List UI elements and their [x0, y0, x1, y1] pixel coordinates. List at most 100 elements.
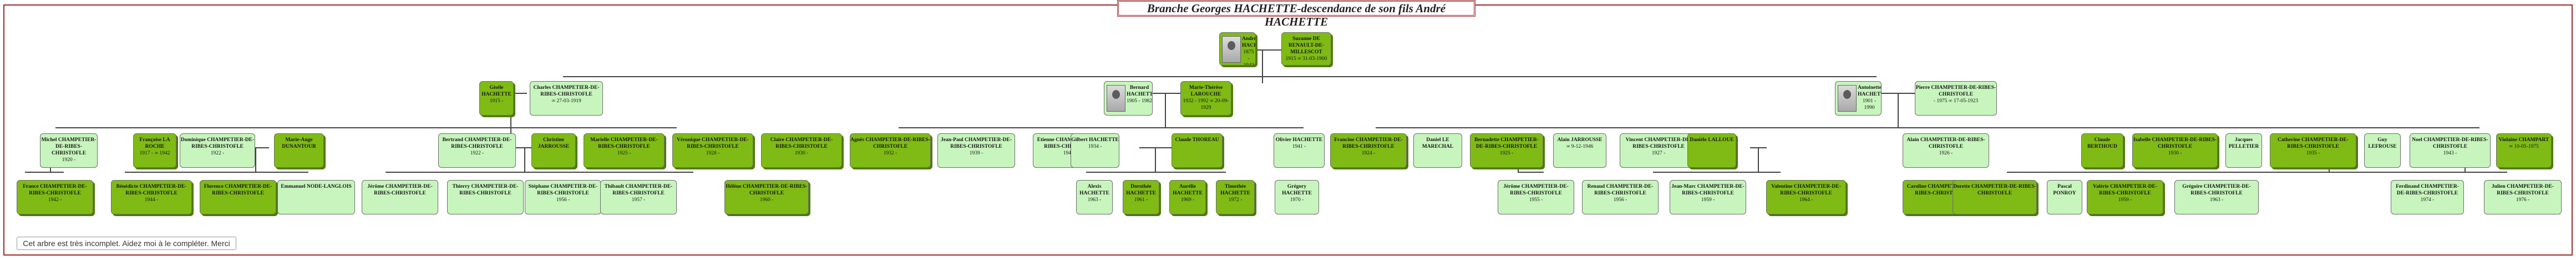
person-box[interactable]: Emmanuel NODE-LANGLOIS — [277, 180, 355, 214]
person-name: Hélène CHAMPETIER-DE-RIBES-CHRISTOFLE — [726, 184, 808, 196]
person-box[interactable]: Jean-Marc CHAMPETIER-DE-RIBES-CHRISTOFLE… — [1670, 180, 1746, 214]
person-box[interactable]: Dorette CHAMPETIER-DE-RIBES-CHRISTOFLE — [1953, 180, 2037, 214]
person-dates: 1959 - — [2118, 197, 2132, 203]
person-dates: 1972 - — [1228, 197, 1243, 203]
person-dates: 1974 - — [2420, 197, 2435, 203]
person-box[interactable]: Pierre CHAMPETIER-DE-RIBES-CHRISTOFLE- 1… — [1915, 81, 1997, 116]
person-name: Bénédicte CHAMPETIER-DE-RIBES-CHRISTOFLE — [116, 184, 187, 196]
person-dates: 1924 - — [1361, 151, 1376, 156]
person-box[interactable]: Jérôme CHAMPETIER-DE-RIBES-CHRISTOFLE — [362, 180, 438, 214]
person-name: Florence CHAMPETIER-DE-RIBES-CHRISTOFLE — [204, 184, 272, 196]
person-box[interactable]: Antoinette HACHETTE1901 - 1990 — [1835, 81, 1882, 116]
person-box[interactable]: Pascal PONROY — [2047, 180, 2082, 214]
person-name: Claude BERTHOUD — [2087, 137, 2118, 149]
person-dates: 1917 - ∞ 1942 — [139, 151, 170, 156]
person-box[interactable]: Claude BERTHOUD — [2081, 133, 2123, 168]
person-name: Véronique CHAMPETIER-DE-RIBES-CHRISTOFLE — [677, 137, 749, 149]
person-box[interactable]: Charles CHAMPETIER-DE-RIBES-CHRISTOFLE∞ … — [530, 81, 603, 116]
person-photo[interactable] — [1107, 85, 1125, 112]
person-dates: 1941 - — [1063, 151, 1077, 156]
person-box[interactable]: Daniel LE MARECHAL — [1413, 133, 1462, 168]
person-dates: 1932 - — [883, 151, 897, 156]
person-name: Antoinette HACHETTE — [1858, 85, 1882, 97]
person-box[interactable]: Jean-Paul CHAMPETIER-DE-RIBES-CHRISTOFLE… — [937, 133, 1015, 168]
person-box[interactable]: Véronique CHAMPETIER-DE-RIBES-CHRISTOFLE… — [672, 133, 753, 168]
person-photo[interactable] — [1838, 85, 1857, 112]
person-dates: 1969 - — [1180, 197, 1195, 203]
person-name: Dorette CHAMPETIER-DE-RIBES-CHRISTOFLE — [1953, 184, 2036, 196]
person-name: Jérôme CHAMPETIER-DE-RIBES-CHRISTOFLE — [1503, 184, 1569, 196]
person-box[interactable]: Jacques PELLETIER — [2225, 133, 2262, 168]
person-box[interactable]: Bernadette CHAMPETIER-DE-RIBES-CHRISTOFL… — [1470, 133, 1543, 168]
person-box[interactable]: Thierry CHAMPETIER-DE-RIBES-CHRISTOFLE — [447, 180, 524, 214]
person-box[interactable]: Ferdinand CHAMPETIER-DE-RIBES-CHRISTOFLE… — [2391, 180, 2464, 214]
person-dates: 1970 - — [1290, 197, 1304, 203]
person-dates: 1905 - 1982 — [1127, 98, 1152, 104]
person-name: Marie-Thérèse LAROUCHE — [1189, 85, 1223, 97]
person-box[interactable]: Catherine CHAMPETIER-DE-RIBES-CHRISTOFLE… — [2270, 133, 2356, 168]
person-dates: 1963 - — [1087, 197, 1102, 203]
person-box[interactable]: Dominique CHAMPETIER-DE-RIBES-CHRISTOFLE… — [180, 133, 255, 168]
person-name: Olivier HACHETTE — [1275, 137, 1323, 143]
person-dates: 1944 - — [144, 197, 159, 203]
person-dates: 1939 - — [969, 151, 983, 156]
person-dates: ∞ 9-12-1946 — [1566, 144, 1594, 149]
person-name: Stéphane CHAMPETIER-DE-RIBES-CHRISTOFLE — [528, 184, 598, 196]
person-box[interactable]: Guy LEFROUSE — [2364, 133, 2401, 168]
person-name: Renaud CHAMPETIER-DE-RIBES-CHRISTOFLE — [1587, 184, 1654, 196]
person-name: Guy LEFROUSE — [2368, 137, 2397, 149]
person-dates: 1915 ∞ 31-03-1900 — [1285, 56, 1327, 62]
person-box[interactable]: Claude THOREAU — [1172, 133, 1223, 168]
person-box[interactable]: Alain JARROUSSE∞ 9-12-1946 — [1553, 133, 1606, 168]
person-dates: 1976 - — [2516, 197, 2530, 203]
person-name: Agnès CHAMPETIER-DE-RIBES-CHRISTOFLE — [850, 137, 930, 149]
person-box[interactable]: Danièle LALLOUE — [1687, 133, 1736, 168]
person-box[interactable]: Agnès CHAMPETIER-DE-RIBES-CHRISTOFLE 1932… — [850, 133, 931, 168]
person-box[interactable]: Bernard HACHETTE1905 - 1982 — [1104, 81, 1153, 116]
person-box[interactable]: Violaine CHAMPART∞ 10-05-1975 — [2496, 133, 2552, 168]
person-box[interactable]: Florence CHAMPETIER-DE-RIBES-CHRISTOFLE — [200, 180, 276, 214]
person-box[interactable]: André HACHETTE1875 - 1943 — [1219, 32, 1256, 66]
person-name: Isabelle CHAMPETIER-DE-RIBES-CHRISTOFLE — [2133, 137, 2217, 149]
person-box[interactable]: Marie-Ange DUNANTOUR — [274, 133, 324, 168]
person-box[interactable]: Valentine CHAMPETIER-DE-RIBES-CHRISTOFLE… — [1766, 180, 1846, 214]
incomplete-tree-note: Cet arbre est très incomplet. Aidez moi … — [17, 237, 236, 250]
person-photo[interactable] — [1222, 36, 1241, 63]
person-name: Caroline CHAMPETIER-DE-RIBES-CHRISTOFLE — [1906, 184, 1975, 196]
person-dates: 1920 - — [62, 157, 76, 163]
person-box[interactable]: Bénédicte CHAMPETIER-DE-RIBES-CHRISTOFLE… — [111, 180, 192, 214]
person-box[interactable]: Christine JARROUSSE — [531, 133, 576, 168]
person-dates: 1960 - — [759, 197, 774, 203]
person-dates: 1941 - — [1292, 144, 1306, 149]
person-dates: 1932 - 1992 ∞ 20-09-1929 — [1183, 98, 1229, 111]
